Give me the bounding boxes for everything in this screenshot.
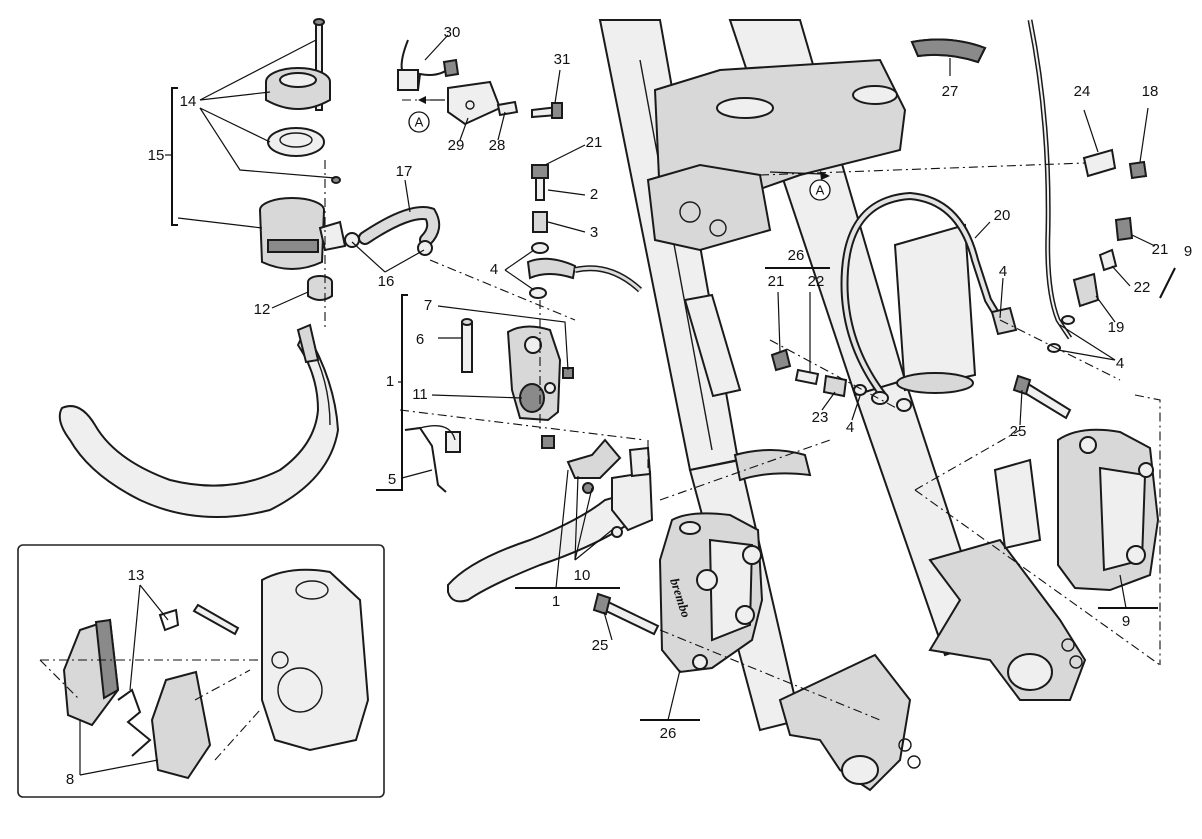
front-fork-assembly (598, 19, 1087, 792)
callout-28: 28 (489, 137, 506, 154)
brake-master-cylinder (404, 164, 643, 493)
callout-8: 8 (66, 771, 74, 788)
callout-7: 7 (424, 297, 432, 314)
callout-17: 17 (396, 163, 413, 180)
callout-25-right: 25 (1010, 423, 1027, 440)
callout-5: 5 (388, 471, 396, 488)
callout-25-left: 25 (592, 637, 609, 654)
callout-9-bottom: 9 (1122, 613, 1130, 630)
reference-marker-a-left-label: A (415, 114, 424, 129)
callout-1-bracket: 1 (386, 373, 394, 390)
reference-marker-a-right: A (769, 171, 831, 201)
callout-21-mid: 21 (768, 273, 785, 290)
front-brake-caliper-left: brembo (592, 512, 764, 674)
callout-18: 18 (1142, 83, 1159, 100)
front-brake-caliper-right (1012, 374, 1160, 592)
callout-14: 14 (180, 93, 197, 110)
brake-pad-inset (17, 544, 385, 798)
reference-marker-a-left: A (408, 96, 445, 133)
callout-4-c: 4 (1116, 355, 1124, 372)
callout-23: 23 (812, 409, 829, 426)
callout-16: 16 (378, 273, 395, 290)
callout-1-bottom: 1 (552, 593, 560, 610)
reference-marker-a-right-label: A (816, 182, 825, 197)
callout-19: 19 (1108, 319, 1125, 336)
callout-12: 12 (254, 301, 271, 318)
callout-26-top: 26 (788, 247, 805, 264)
callout-11: 11 (412, 386, 428, 403)
callout-29: 29 (448, 137, 465, 154)
callout-22-mid: 22 (808, 273, 825, 290)
callout-27: 27 (942, 83, 959, 100)
callout-10: 10 (574, 567, 591, 584)
brake-hose-assembly (770, 19, 1148, 412)
callout-6: 6 (416, 331, 424, 348)
alignment-lines (39, 99, 1161, 761)
callout-24: 24 (1074, 83, 1091, 100)
callout-21-right: 21 (1152, 241, 1169, 258)
callout-9-right: 9 (1184, 243, 1192, 260)
callout-4-d: 4 (846, 419, 854, 436)
leader-lines (79, 34, 1176, 776)
callout-20: 20 (994, 207, 1011, 224)
callout-30: 30 (444, 24, 461, 41)
callout-2: 2 (590, 186, 598, 203)
callout-13: 13 (128, 567, 145, 584)
brake-lever (447, 438, 654, 603)
callout-31: 31 (554, 51, 571, 68)
callout-4-a: 4 (490, 261, 498, 278)
callout-15: 15 (148, 147, 165, 164)
callout-21-top: 21 (586, 134, 603, 151)
callout-labels: 14 15 17 16 12 30 29 28 31 21 2 3 4 7 6 … (66, 24, 1192, 788)
callout-26-bottom: 26 (660, 725, 677, 742)
callout-4-b: 4 (999, 263, 1007, 280)
reservoir-bracket (58, 323, 340, 519)
callout-3: 3 (590, 224, 598, 241)
brake-fluid-reservoir (259, 18, 441, 301)
callout-22-right: 22 (1134, 279, 1151, 296)
stop-switch-bracket (396, 39, 563, 126)
